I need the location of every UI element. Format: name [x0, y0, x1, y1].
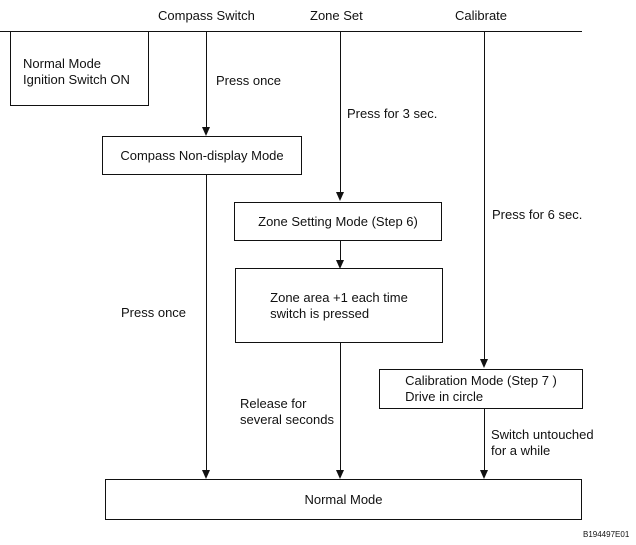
compass-switch-arrow-upper: [202, 127, 210, 136]
header-divider: [0, 31, 582, 32]
normal-mode-end-box: Normal Mode: [105, 479, 582, 520]
calibrate-arrow-lower: [480, 470, 488, 479]
compass-switch-arrow-lower: [202, 470, 210, 479]
normal-mode-start-line-2: Ignition Switch ON: [23, 72, 130, 87]
calibrate-header: Calibrate: [455, 8, 508, 23]
zone-set-line-upper: [340, 31, 341, 196]
zone-area-text: Zone area +1 each time switch is pressed: [270, 290, 408, 322]
compass-switch-line-upper: [206, 31, 207, 133]
calibration-mode-line-1: Calibration Mode (Step 7 ): [405, 373, 557, 388]
switch-untouched-line-2: for a while: [491, 443, 551, 458]
zone-area-line-1: Zone area +1 each time: [270, 289, 408, 305]
calibration-mode-line-2: Drive in circle: [405, 389, 484, 404]
press-once-top-label: Press once: [216, 73, 282, 88]
zone-setting-mode-label: Zone Setting Mode (Step 6): [258, 213, 418, 229]
zone-set-line-middle: [340, 241, 341, 263]
zone-set-line-lower: [340, 343, 341, 476]
release-line-2: several seconds: [240, 412, 334, 427]
press-for-3-sec-label: Press for 3 sec.: [347, 106, 438, 121]
calibrate-line-upper: [484, 31, 485, 362]
compass-non-display-mode-box: Compass Non-display Mode: [102, 136, 302, 175]
press-for-6-sec-label: Press for 6 sec.: [492, 207, 583, 222]
compass-switch-header: Compass Switch: [158, 8, 255, 23]
zone-set-header: Zone Set: [310, 8, 363, 23]
zone-area-box: Zone area +1 each time switch is pressed: [235, 268, 443, 343]
zone-set-arrow-middle: [336, 260, 344, 269]
normal-mode-end-label: Normal Mode: [304, 491, 383, 507]
compass-non-display-mode-label: Compass Non-display Mode: [120, 147, 284, 163]
calibrate-line-lower: [484, 409, 485, 475]
zone-set-arrow-upper: [336, 192, 344, 201]
calibrate-arrow-upper: [480, 359, 488, 368]
release-label: Release for several seconds: [240, 396, 334, 428]
zone-area-line-2: switch is pressed: [270, 305, 370, 321]
figure-code: B194497E01: [583, 530, 630, 539]
normal-mode-start-line-1: Normal Mode: [23, 56, 102, 71]
switch-untouched-label: Switch untouched for a while: [491, 427, 594, 459]
press-once-bottom-label: Press once: [121, 305, 187, 320]
calibration-mode-box: Calibration Mode (Step 7 ) Drive in circ…: [379, 369, 583, 409]
switch-untouched-line-1: Switch untouched: [491, 427, 594, 442]
calibration-mode-text: Calibration Mode (Step 7 ) Drive in circ…: [405, 373, 557, 405]
release-line-1: Release for: [240, 396, 307, 411]
normal-mode-start-box: Normal Mode Ignition Switch ON: [10, 31, 149, 106]
compass-switch-line-lower: [206, 175, 207, 475]
zone-set-arrow-lower: [336, 470, 344, 479]
zone-setting-mode-box: Zone Setting Mode (Step 6): [234, 202, 442, 241]
